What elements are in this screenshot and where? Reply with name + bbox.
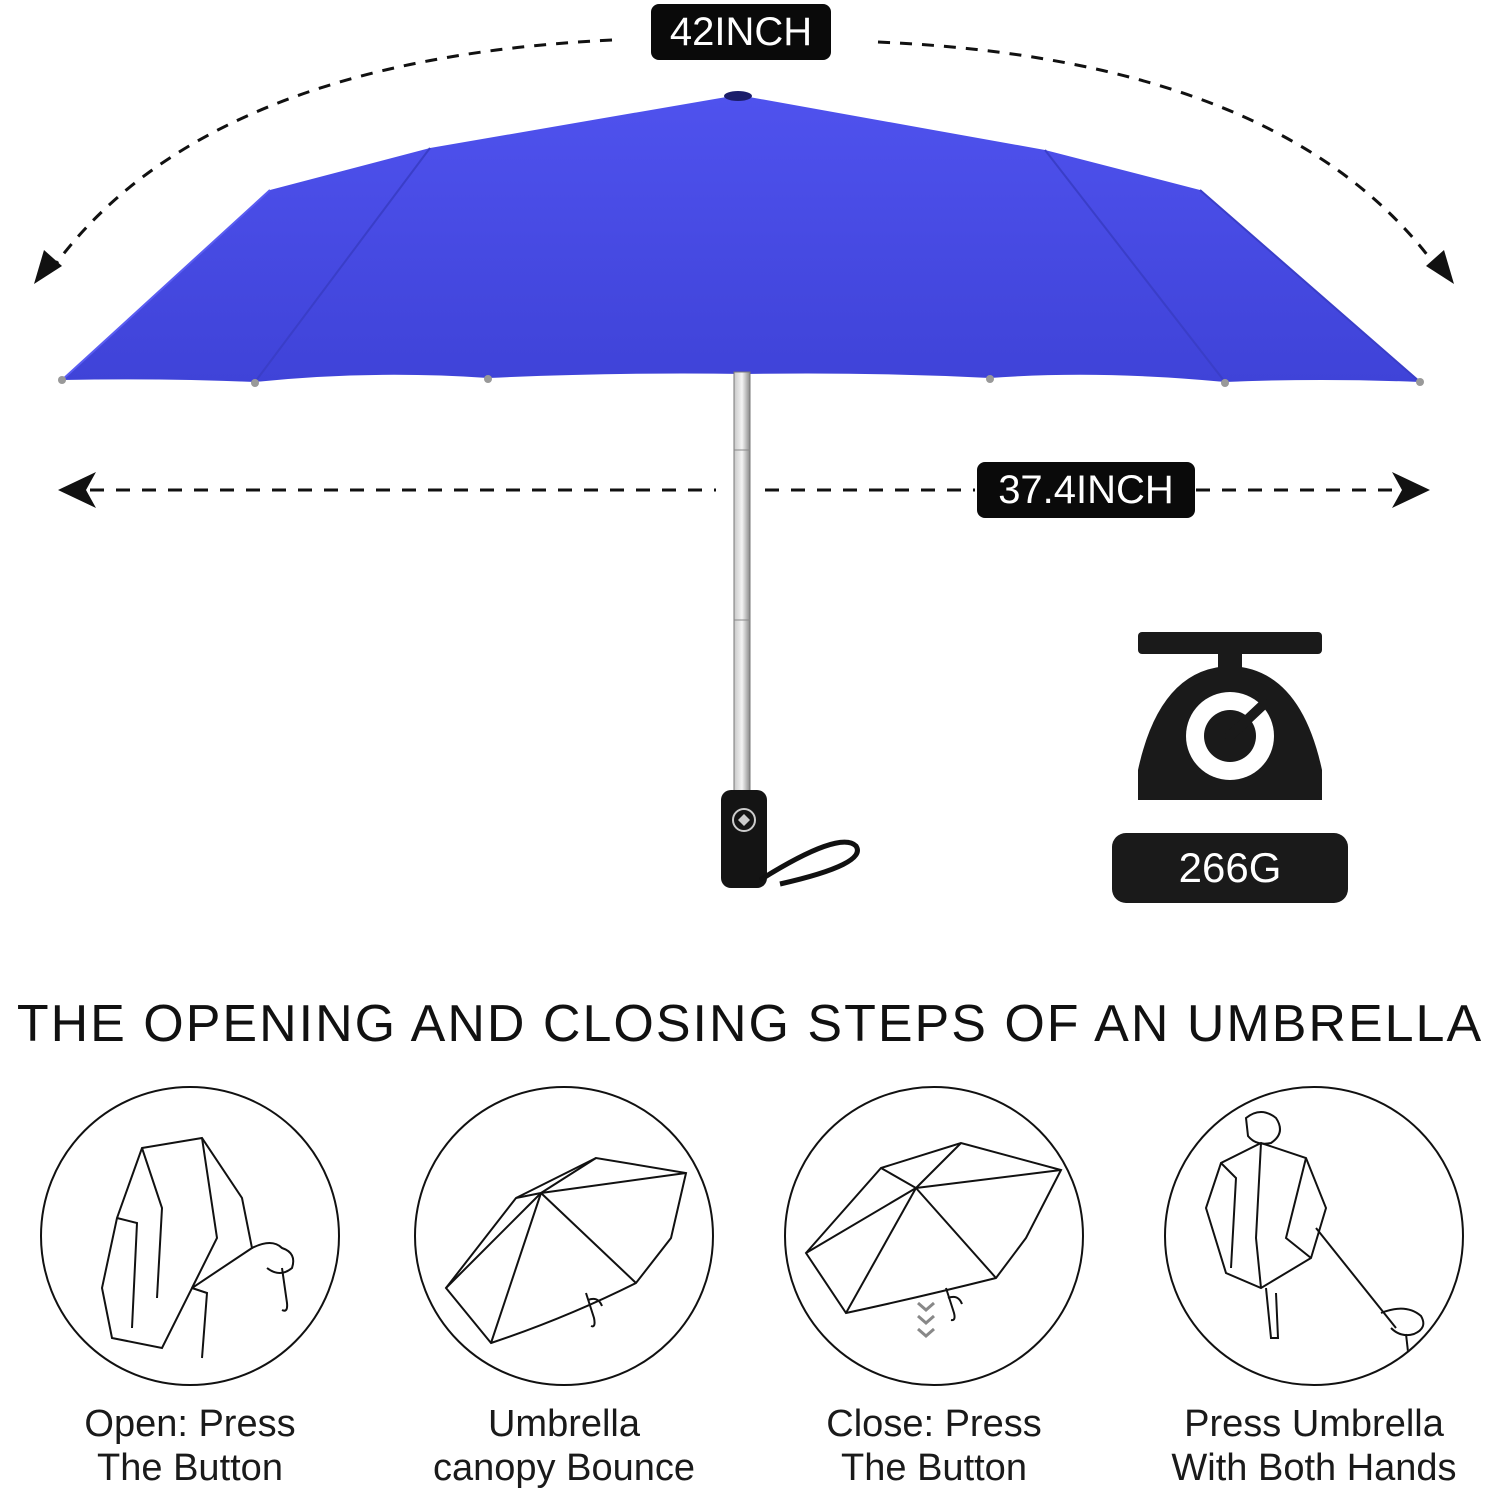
weight-label: 266G	[1112, 833, 1348, 903]
umbrella-shaft-handle	[721, 371, 860, 888]
steps-section-title: THE OPENING AND CLOSING STEPS OF AN UMBR…	[16, 995, 1484, 1053]
width-dimension-line	[58, 472, 1430, 508]
bounced-canopy-icon	[414, 1086, 714, 1386]
step-caption: Umbrella canopy Bounce	[433, 1403, 695, 1489]
open-width-label: 37.4INCH	[977, 462, 1195, 518]
close-button-press-icon	[784, 1086, 1084, 1386]
step-caption: Close: Press The Button	[826, 1403, 1042, 1489]
arc-span-label: 42INCH	[651, 4, 831, 60]
scale-icon	[1138, 632, 1322, 800]
arc-dimension-line	[34, 38, 1454, 284]
step-caption: Press Umbrella With Both Hands	[1171, 1403, 1457, 1489]
open-umbrella-hand-icon	[40, 1086, 340, 1386]
umbrella-canopy	[58, 91, 1424, 387]
step-caption: Open: Press The Button	[84, 1403, 296, 1489]
two-hand-press-icon	[1164, 1086, 1464, 1386]
